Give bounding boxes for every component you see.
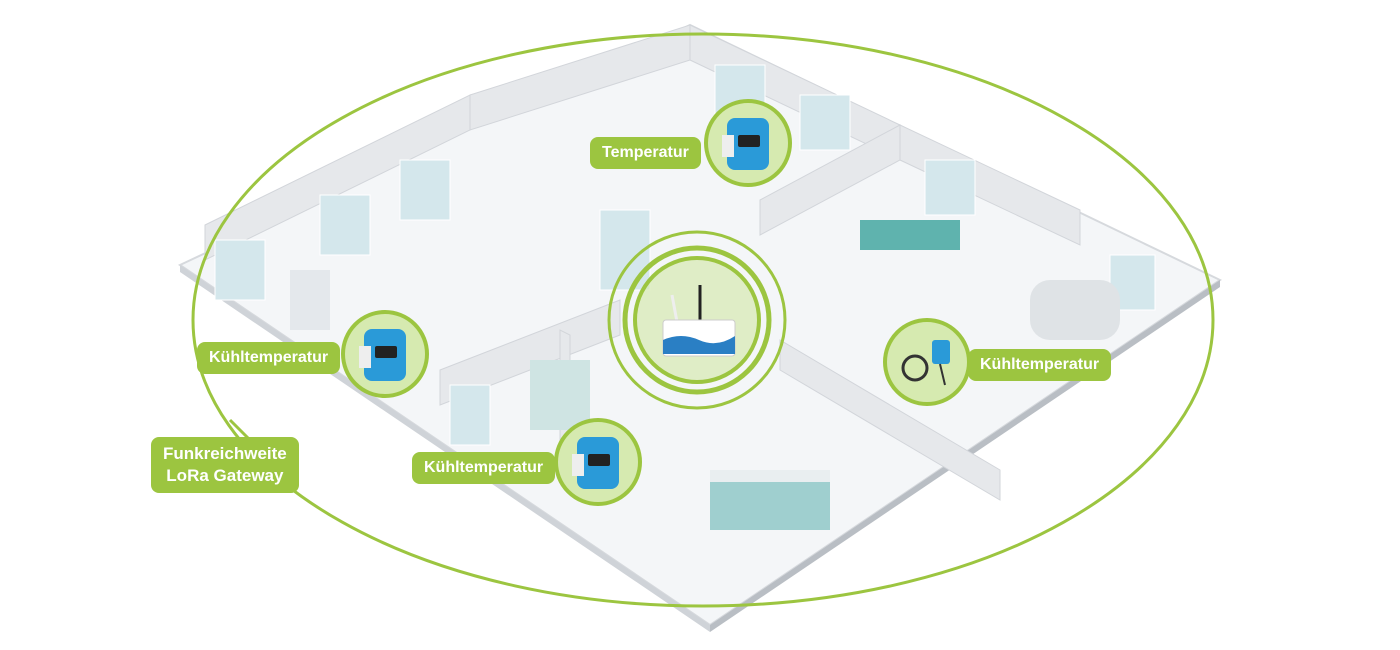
label-range-line1: Funkreichweite bbox=[163, 444, 287, 463]
label-cooling-bottom: Kühltemperatur bbox=[412, 452, 556, 484]
label-temperature: Temperatur bbox=[590, 137, 701, 169]
furniture bbox=[290, 220, 1120, 530]
label-gateway-range: Funkreichweite LoRa Gateway bbox=[151, 437, 299, 493]
lora-gateway bbox=[607, 230, 787, 410]
sensor-cooling-left bbox=[341, 310, 429, 398]
sensor-temperature bbox=[704, 99, 792, 187]
label-cooling-left: Kühltemperatur bbox=[197, 342, 341, 374]
walls bbox=[204, 24, 1081, 501]
windows bbox=[214, 64, 1156, 446]
sensor-cooling-bottom bbox=[554, 418, 642, 506]
label-cooling-right: Kühltemperatur bbox=[968, 349, 1112, 381]
gateway-range-ellipse bbox=[191, 32, 1215, 608]
sensor-cooling-right-probe bbox=[883, 318, 971, 406]
range-label-connector bbox=[228, 418, 252, 442]
label-range-line2: LoRa Gateway bbox=[166, 466, 284, 485]
